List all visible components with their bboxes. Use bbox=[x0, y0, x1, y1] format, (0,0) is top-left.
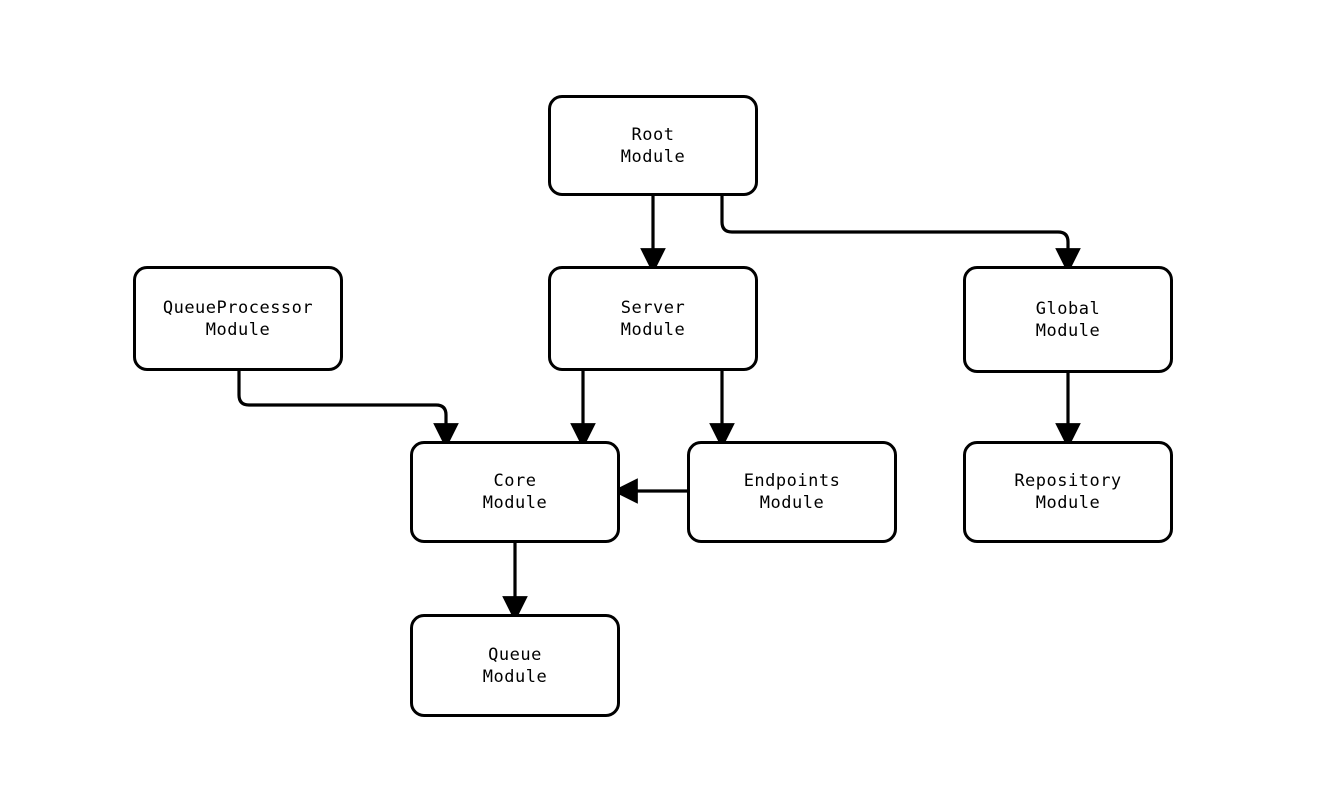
node-label-suffix: Module bbox=[205, 319, 271, 340]
node-label-suffix: Module bbox=[1035, 320, 1101, 341]
node-label-suffix: Module bbox=[759, 493, 825, 513]
node-label-name: Repository bbox=[1014, 471, 1122, 491]
node-label-suffix: Module bbox=[620, 319, 686, 340]
node-label-name: Core bbox=[493, 471, 537, 491]
node-label-suffix: Module bbox=[482, 493, 548, 513]
node-label-suffix: Module bbox=[482, 666, 548, 687]
node-label-name: Global bbox=[1035, 298, 1101, 319]
node-label-suffix: Module bbox=[620, 146, 686, 167]
node-label-suffix: Module bbox=[1035, 493, 1101, 513]
edge-queueprocessor-core bbox=[237, 371, 459, 449]
edge-root-global bbox=[720, 196, 1081, 274]
node-label-name: QueueProcessor bbox=[162, 297, 314, 318]
node-label-name: Endpoints bbox=[743, 471, 841, 491]
edge-paths bbox=[237, 196, 1081, 622]
node-label-name: Queue bbox=[488, 644, 542, 665]
node-label-name: Root bbox=[631, 124, 675, 145]
node-label-name: Server bbox=[620, 297, 686, 318]
